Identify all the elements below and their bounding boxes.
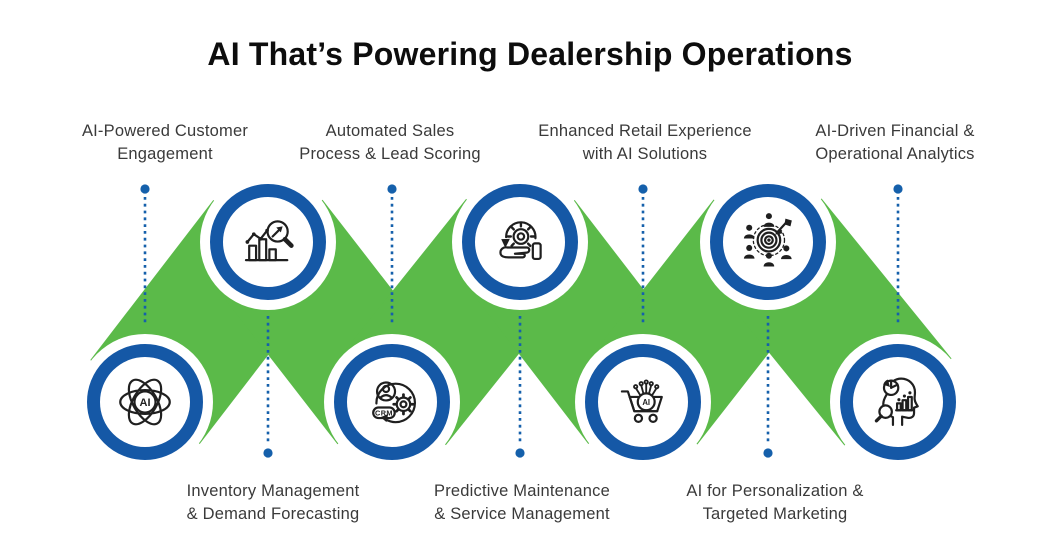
node-label-line2: & Demand Forecasting: [186, 505, 360, 523]
label-connector: [140, 184, 150, 326]
chart-magnifier-icon: [244, 220, 294, 262]
head-analytics-icon: [874, 377, 919, 427]
node-ring: [710, 184, 826, 300]
label-connector: [638, 184, 648, 326]
node-label-line2: with AI Solutions: [582, 145, 708, 163]
node-label-line2: Engagement: [117, 145, 213, 163]
node-label-line1: AI-Powered Customer: [81, 122, 249, 140]
node-ring: [334, 344, 450, 460]
node-ring: [210, 184, 326, 300]
ai-atom-icon: AI: [119, 378, 171, 426]
node-label-line2: Operational Analytics: [815, 145, 975, 163]
node-label-line1: Enhanced Retail Experience: [538, 122, 752, 140]
connector-dot: [140, 184, 150, 194]
node-label-line2: Targeted Marketing: [702, 505, 848, 523]
label-connector: [893, 184, 903, 326]
label-connector: [515, 316, 525, 458]
node-label: Automated Sales Process & Lead Scoring: [260, 120, 520, 166]
node-label: Inventory Management & Demand Forecastin…: [143, 480, 403, 526]
label-connectors: [140, 184, 903, 458]
connector-dot: [638, 184, 648, 194]
connector-dot: [387, 184, 397, 194]
node-label-line1: AI-Driven Financial &: [815, 122, 975, 140]
crm-label: CRM: [375, 408, 393, 417]
page-title: AI That’s Powering Dealership Operations: [207, 36, 853, 72]
atom-label: AI: [140, 397, 151, 409]
node-label: AI-Driven Financial & Operational Analyt…: [765, 120, 1025, 166]
ai-cart-icon: AI: [620, 379, 663, 423]
connector-dot: [515, 448, 525, 458]
cart-ai-label: AI: [642, 398, 650, 407]
node-label-line1: Automated Sales: [325, 122, 455, 140]
connector-dot: [263, 448, 273, 458]
node-label-line2: Process & Lead Scoring: [299, 145, 481, 163]
node-label: AI-Powered Customer Engagement: [35, 120, 295, 166]
node-label-line2: & Service Management: [434, 505, 610, 523]
node-label-line1: AI for Personalization &: [686, 482, 864, 500]
node-ring: [840, 344, 956, 460]
hand-gear-icon: [499, 221, 542, 261]
node-label-line1: Predictive Maintenance: [434, 482, 610, 500]
crm-icon: CRM: [372, 381, 417, 424]
connector-dot: [893, 184, 903, 194]
label-connector: [263, 316, 273, 458]
node-rings: [87, 184, 956, 460]
node-label-line1: Inventory Management: [186, 482, 360, 500]
connector-dot: [763, 448, 773, 458]
node-label: Enhanced Retail Experience with AI Solut…: [515, 120, 775, 166]
people-target-icon: [743, 213, 792, 267]
node-label: Predictive Maintenance & Service Managem…: [392, 480, 652, 526]
label-connector: [387, 184, 397, 326]
label-connector: [763, 316, 773, 458]
node-label: AI for Personalization & Targeted Market…: [645, 480, 905, 526]
